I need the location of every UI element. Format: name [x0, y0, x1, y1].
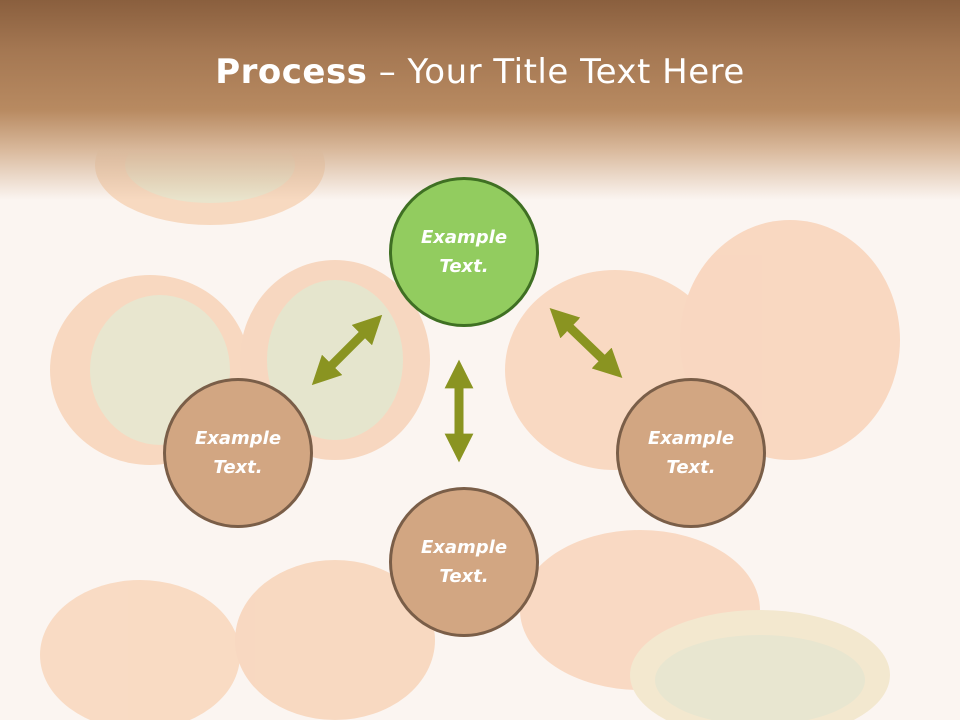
title-strong: Process	[215, 52, 368, 92]
process-node-top-label: Example Text.	[420, 227, 508, 277]
title-rest: – Your Title Text Here	[367, 52, 745, 92]
header-band	[0, 0, 960, 200]
process-node-left[interactable]: Example Text.	[163, 378, 313, 528]
process-node-right[interactable]: Example Text.	[616, 378, 766, 528]
slide-title: Process – Your Title Text Here	[0, 52, 960, 92]
process-node-bottom[interactable]: Example Text.	[389, 487, 539, 637]
arrow-top-right	[549, 308, 623, 378]
process-node-top[interactable]: Example Text.	[389, 177, 539, 327]
process-node-bottom-label: Example Text.	[420, 537, 508, 587]
process-node-right-label: Example Text.	[647, 428, 735, 478]
process-node-left-label: Example Text.	[194, 428, 282, 478]
arrow-top-left	[311, 314, 383, 386]
